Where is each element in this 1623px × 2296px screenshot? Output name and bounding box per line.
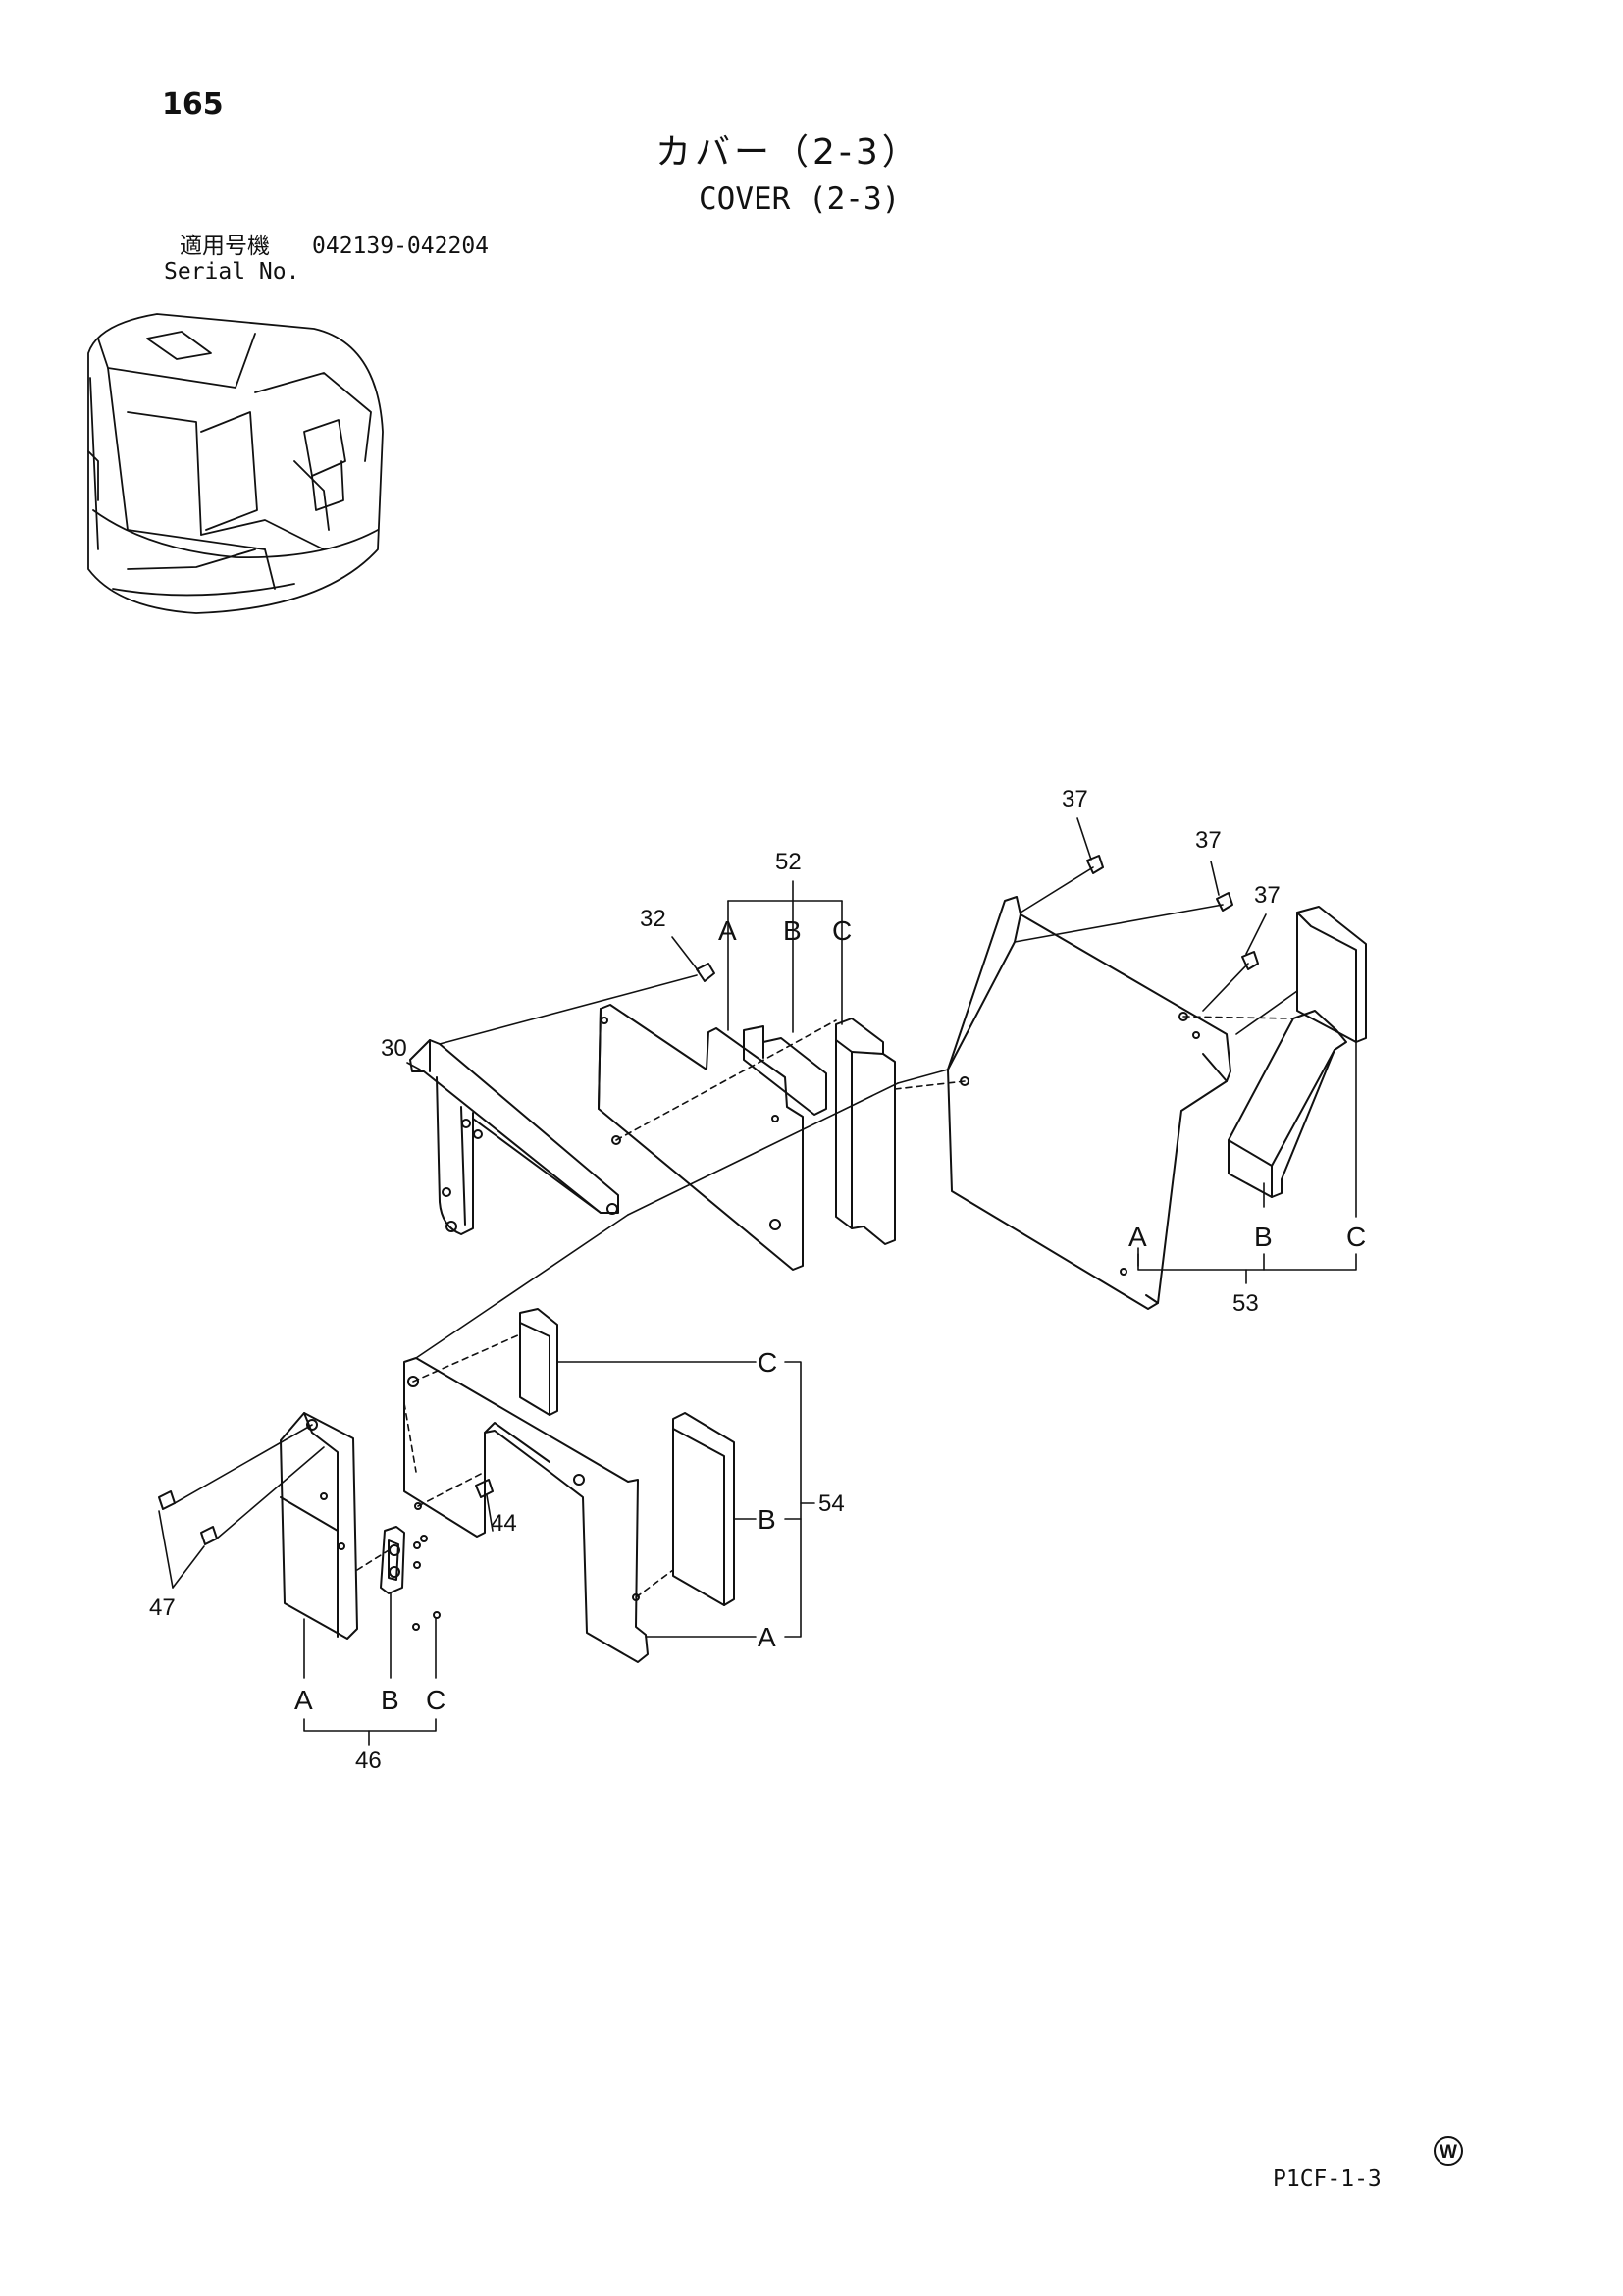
serial-number-range: 042139-042204 xyxy=(312,234,490,259)
label-54-b: B xyxy=(758,1504,776,1535)
part-53-cover xyxy=(947,896,1367,1310)
callout-52: 52 xyxy=(775,849,802,875)
callout-54: 54 xyxy=(818,1490,845,1517)
label-52-a: A xyxy=(718,915,737,946)
callout-37-left: 37 xyxy=(1062,786,1088,812)
label-54-c: C xyxy=(758,1347,777,1378)
label-53-b: B xyxy=(1254,1222,1273,1252)
callout-32: 32 xyxy=(640,906,666,932)
label-46-c: C xyxy=(426,1685,445,1715)
label-54-a: A xyxy=(758,1622,776,1652)
label-53-a: A xyxy=(1128,1222,1147,1252)
assembly-lines xyxy=(174,866,1298,1539)
part-46-cover xyxy=(280,1412,441,1640)
callout-37-middle: 37 xyxy=(1195,827,1222,854)
part-54-cover xyxy=(403,1308,735,1663)
part-30-bracket xyxy=(409,1039,619,1235)
callout-44: 44 xyxy=(491,1510,517,1537)
label-52-c: C xyxy=(832,915,852,946)
drawing-code: P1CF-1-3 xyxy=(1273,2166,1382,2192)
label-53-c: C xyxy=(1346,1222,1366,1252)
part-upper-panel xyxy=(598,1004,804,1271)
callout-47: 47 xyxy=(149,1594,176,1621)
label-46-b: B xyxy=(381,1685,399,1715)
part-52-pads xyxy=(743,1018,896,1245)
callout-37-right: 37 xyxy=(1254,882,1281,909)
page-number: 165 xyxy=(162,87,224,122)
callout-labels: 30 32 37 37 37 44 46 47 52 53 54 A B C A… xyxy=(149,786,1457,2163)
serial-label-japanese: 適用号機 xyxy=(180,234,270,259)
callout-53: 53 xyxy=(1232,1290,1259,1317)
callout-30: 30 xyxy=(381,1035,407,1062)
hidden-lines xyxy=(356,1016,1294,1598)
w-mark-circle xyxy=(1434,2136,1463,2166)
label-46-a: A xyxy=(294,1685,313,1715)
leader-lines xyxy=(158,817,1357,1746)
callout-46: 46 xyxy=(355,1748,382,1774)
machine-overview-icon xyxy=(87,313,384,614)
label-52-b: B xyxy=(783,915,802,946)
serial-label-english: Serial No. xyxy=(164,259,300,285)
page-title-japanese: カバー（2-3） xyxy=(655,132,921,173)
w-mark: W xyxy=(1440,2142,1457,2163)
page-title-english: COVER (2-3) xyxy=(699,182,901,217)
